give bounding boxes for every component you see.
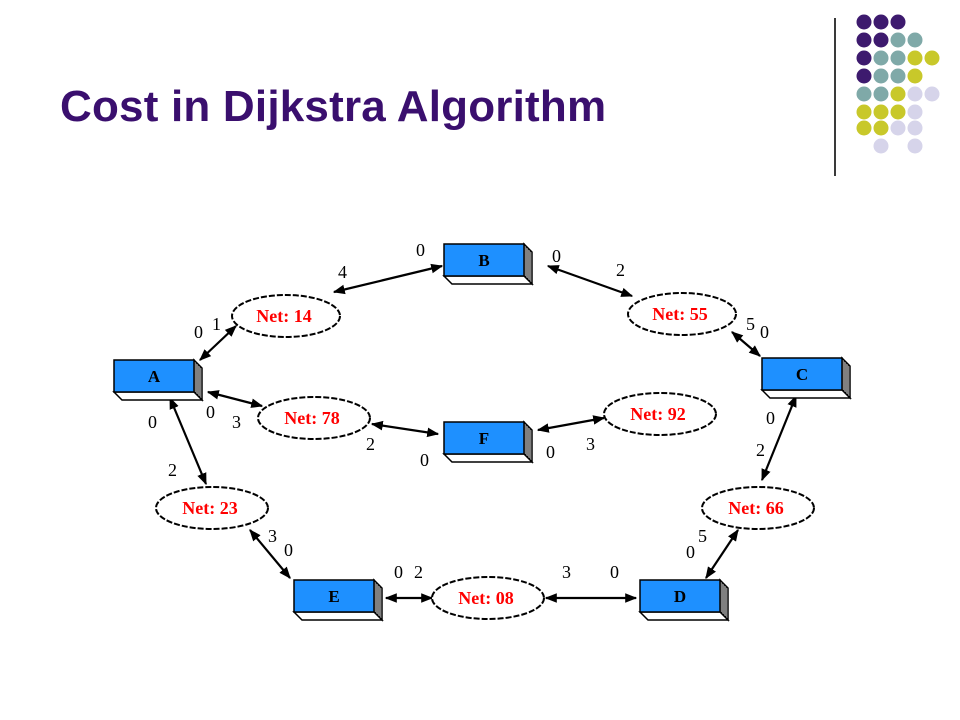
link-E-net23	[249, 529, 291, 579]
network-label: Net: 23	[182, 498, 237, 518]
cost-label: 0	[194, 322, 203, 342]
dot	[856, 68, 872, 84]
router-label: F	[479, 429, 489, 448]
cost-label: 3	[562, 562, 571, 582]
dot	[890, 50, 906, 66]
dot	[924, 86, 940, 102]
dot	[907, 68, 923, 84]
network-cloud-66: Net: 66	[701, 486, 815, 530]
network-label: Net: 66	[728, 498, 783, 518]
link-A-net14	[199, 325, 237, 361]
cost-label: 1	[212, 314, 221, 334]
router-B: B	[442, 242, 534, 286]
dot	[873, 104, 889, 120]
router-label: C	[796, 365, 808, 384]
dot	[890, 14, 906, 30]
dot	[890, 68, 906, 84]
dot	[907, 138, 923, 154]
network-label: Net: 78	[284, 408, 339, 428]
dot	[856, 86, 872, 102]
cost-label: 5	[746, 314, 755, 334]
cost-label: 0	[610, 562, 619, 582]
dot	[890, 86, 906, 102]
network-label: Net: 14	[256, 306, 311, 326]
cost-label: 2	[168, 460, 177, 480]
network-cloud-55: Net: 55	[627, 292, 737, 336]
link-F-net78	[370, 420, 440, 438]
router-A: A	[112, 358, 204, 402]
dot	[856, 14, 872, 30]
dot	[873, 68, 889, 84]
cost-label: 0	[546, 442, 555, 462]
dot	[873, 120, 889, 136]
link-A-net78	[206, 390, 264, 408]
cost-label: 3	[268, 526, 277, 546]
cost-label: 0	[148, 412, 157, 432]
cost-label: 0	[766, 408, 775, 428]
cost-label: 0	[420, 450, 429, 470]
network-label: Net: 55	[652, 304, 707, 324]
cost-label: 3	[586, 434, 595, 454]
dot	[856, 120, 872, 136]
network-cloud-08: Net: 08	[431, 576, 545, 620]
cost-label: 0	[760, 322, 769, 342]
network-label: Net: 92	[630, 404, 685, 424]
decorative-dot-grid	[856, 14, 940, 154]
cost-label: 4	[338, 262, 347, 282]
dot	[890, 32, 906, 48]
link-B-net55	[546, 264, 634, 298]
cost-label: 0	[284, 540, 293, 560]
dot	[873, 138, 889, 154]
dot	[907, 120, 923, 136]
network-label: Net: 08	[458, 588, 513, 608]
router-label: B	[478, 251, 489, 270]
network-cloud-14: Net: 14	[231, 294, 341, 338]
cost-label: 2	[414, 562, 423, 582]
cost-label: 0	[394, 562, 403, 582]
network-cloud-23: Net: 23	[155, 486, 269, 530]
network-cloud-78: Net: 78	[257, 396, 371, 440]
cost-label: 5	[698, 526, 707, 546]
link-D-net66	[705, 529, 739, 579]
dot	[907, 32, 923, 48]
dot	[873, 32, 889, 48]
link-B-net14	[332, 263, 444, 295]
router-label: E	[328, 587, 339, 606]
dot	[907, 104, 923, 120]
router-D: D	[638, 578, 730, 622]
link-C-net66	[760, 394, 798, 482]
dot	[907, 50, 923, 66]
dot	[856, 104, 872, 120]
cost-label: 0	[416, 240, 425, 260]
cost-label: 0	[552, 246, 561, 266]
link-C-net55	[731, 331, 761, 357]
header-divider-line	[834, 18, 836, 176]
cost-label: 2	[366, 434, 375, 454]
dot	[890, 104, 906, 120]
dot	[856, 50, 872, 66]
dot	[873, 50, 889, 66]
cost-label: 0	[686, 542, 695, 562]
link-A-net23	[168, 396, 208, 486]
slide-title: Cost in Dijkstra Algorithm	[60, 82, 607, 131]
router-label: A	[148, 367, 161, 386]
cost-label: 2	[616, 260, 625, 280]
network-cloud-92: Net: 92	[603, 392, 717, 436]
router-F: F	[442, 420, 534, 464]
cost-label: 2	[756, 440, 765, 460]
router-label: D	[674, 587, 686, 606]
cost-label: 3	[232, 412, 241, 432]
dot	[873, 14, 889, 30]
dot	[907, 86, 923, 102]
dot	[856, 32, 872, 48]
cost-label: 0	[206, 402, 215, 422]
router-C: C	[760, 356, 852, 400]
link-F-net92	[536, 415, 606, 433]
dot	[873, 86, 889, 102]
dot	[924, 50, 940, 66]
dot	[890, 120, 906, 136]
router-E: E	[292, 578, 384, 622]
